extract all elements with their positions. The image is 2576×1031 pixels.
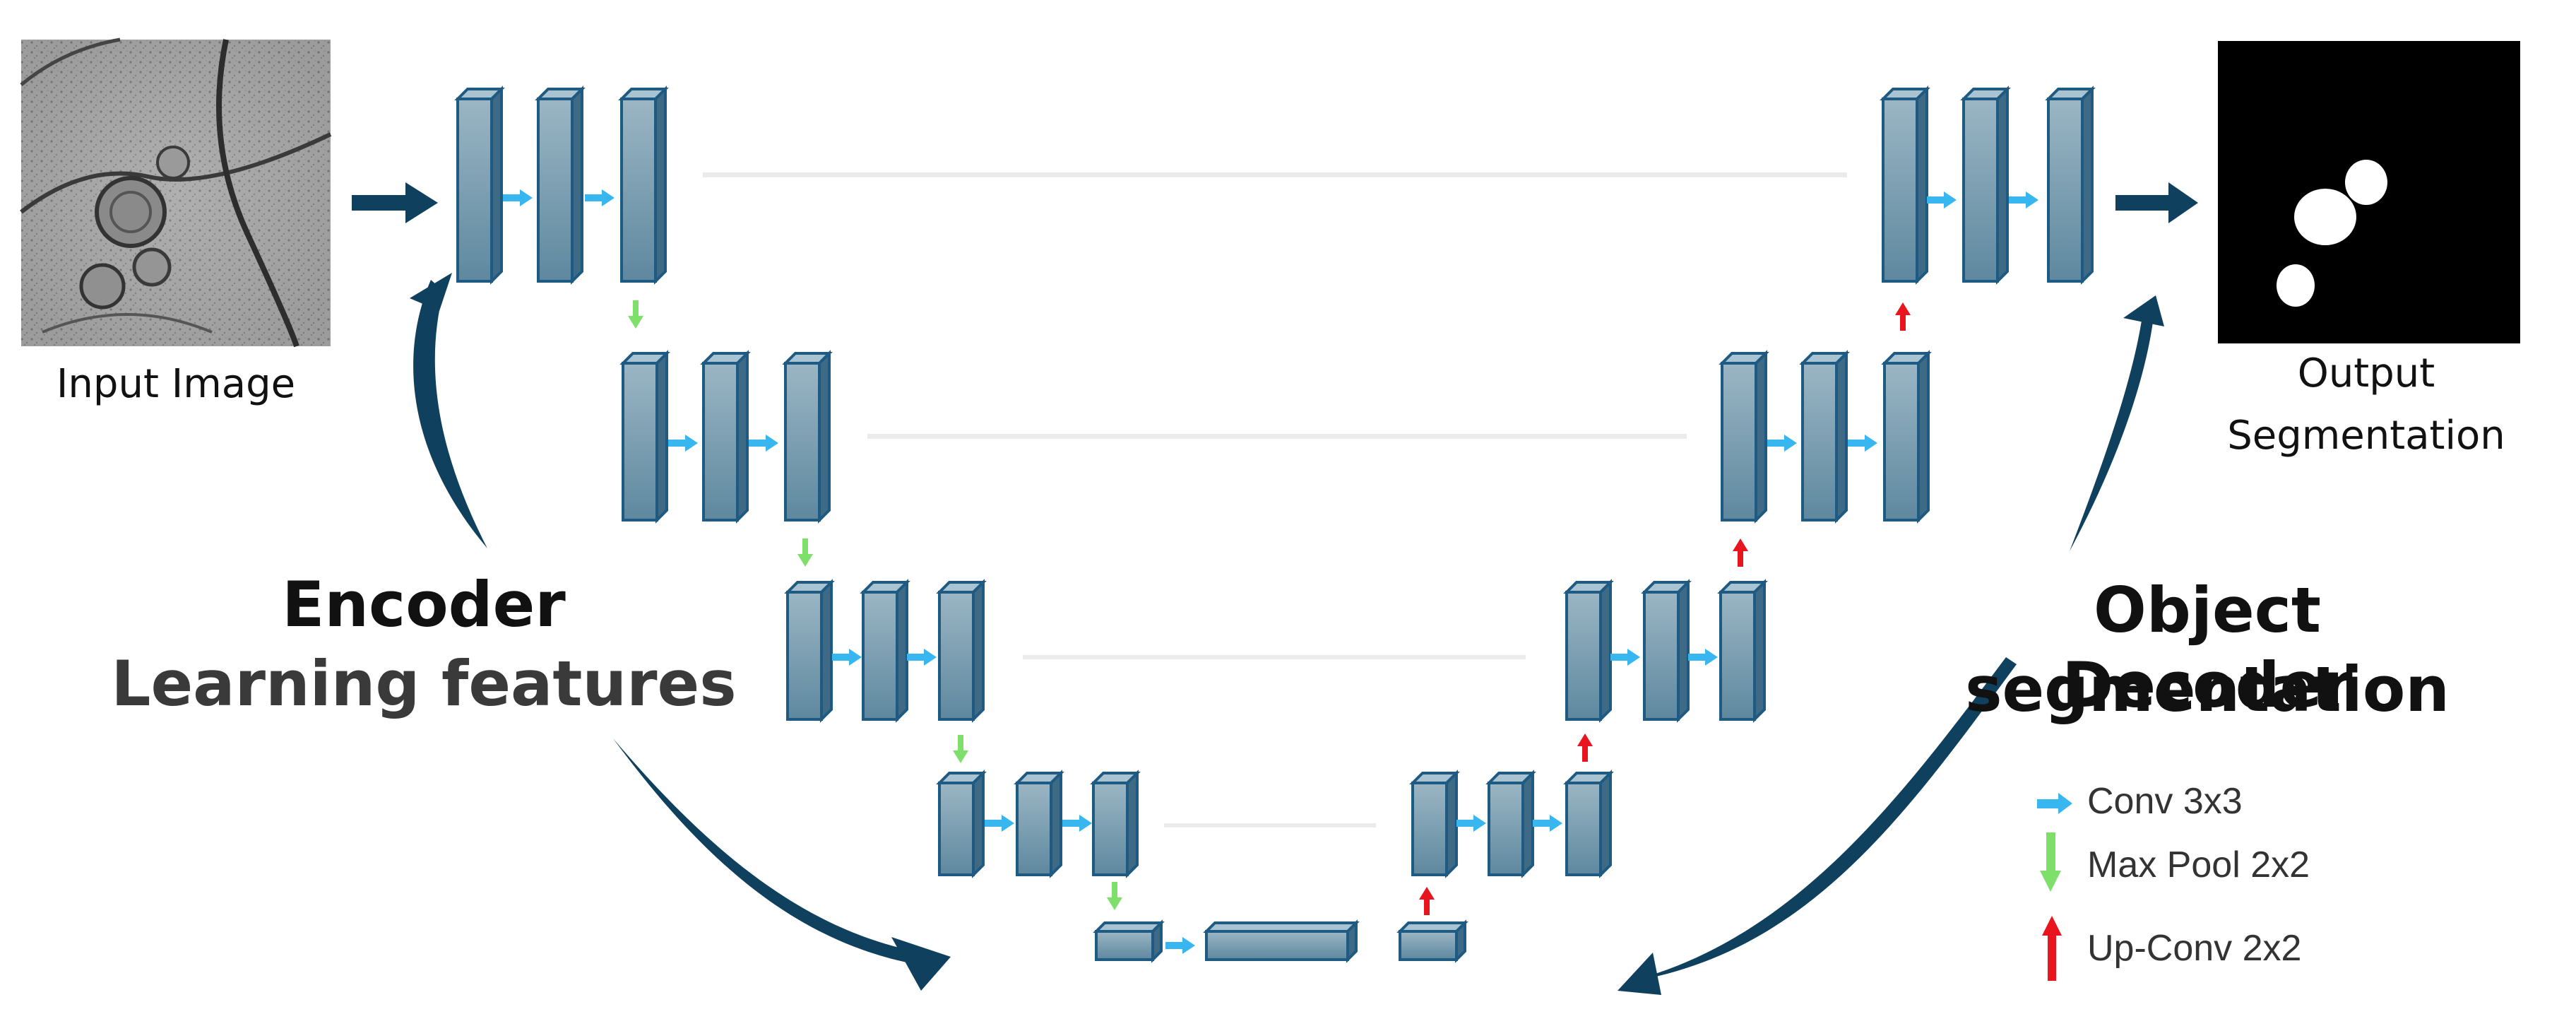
conv-arrow-icon [1927, 192, 1957, 208]
legend-conv-label: Conv 3x3 [2087, 781, 2243, 822]
conv-arrow-icon [749, 435, 778, 452]
bottleneck-block-1 [1093, 919, 1165, 963]
output-caption-line2: Segmentation [2227, 413, 2505, 459]
conv-arrow-icon [1533, 815, 1562, 832]
conv-arrow-icon [907, 649, 937, 666]
conv-arrow-icon [1767, 435, 1797, 452]
encoder-l2-block-3 [782, 350, 833, 524]
legend-up-conv-label: Up-Conv 2x2 [2087, 928, 2302, 969]
encoder-curve-up-arrowhead [410, 273, 452, 311]
output-caption-line1: Output [2297, 350, 2435, 396]
decoder-l2-block-3 [1881, 350, 1932, 524]
decoder-l1-block-1 [1880, 86, 1930, 285]
encoder-curve-up-arrow [413, 280, 487, 548]
network-to-output-arrow-icon [2115, 182, 2198, 223]
conv-arrow-icon [1456, 815, 1486, 832]
decoder-l2-block-2 [1799, 350, 1850, 524]
conv-arrow-icon [832, 649, 862, 666]
conv-arrow-icon [1848, 435, 1877, 452]
conv-arrow-icon [585, 189, 615, 206]
legend-up-conv-arrow-icon [2042, 916, 2062, 981]
feature-map-blocks [454, 86, 2096, 963]
skip-line-level-4 [1164, 823, 1376, 827]
skip-line-level-2 [867, 434, 1687, 439]
conv-arrow-icon [1688, 649, 1718, 666]
conv-arrow-icon [1610, 649, 1640, 666]
legend-max-pool-label: Max Pool 2x2 [2087, 844, 2310, 885]
encoder-l1-block-1 [454, 86, 505, 285]
decoder-l2-block-1 [1719, 350, 1769, 524]
encoder-l2-block-1 [619, 350, 670, 524]
decoder-l3-block-2 [1641, 579, 1692, 723]
bottleneck-block-3 [1396, 919, 1468, 963]
up-conv-arrow-icon [1895, 302, 1911, 331]
input-to-network-arrow-icon [352, 182, 438, 223]
legend-max-pool-arrow-icon [2040, 832, 2061, 892]
encoder-curve-down-arrowhead [891, 937, 951, 991]
decoder-l1-block-3 [2045, 86, 2096, 285]
decoder-l3-block-1 [1563, 579, 1614, 723]
conv-arrow-icon [2009, 192, 2038, 208]
max-pool-arrow-icon [797, 538, 813, 567]
encoder-l3-block-3 [936, 579, 987, 723]
conv-arrow-icon [985, 815, 1014, 832]
operation-arrows [503, 189, 2038, 954]
encoder-l3-block-2 [860, 579, 910, 723]
decoder-curve-up-arrowhead [1618, 953, 1661, 995]
input-image [20, 37, 332, 348]
skip-connections [703, 172, 1847, 827]
conv-arrow-icon [668, 435, 698, 452]
skip-line-level-1 [703, 172, 1847, 177]
encoder-l4-block-3 [1090, 770, 1141, 878]
decoder-l4-block-1 [1409, 770, 1460, 878]
up-conv-arrow-icon [1577, 734, 1593, 762]
conv-arrow-icon [503, 189, 533, 206]
decoder-curve-top-arrowhead [2123, 295, 2164, 326]
conv-arrow-icon [1165, 937, 1195, 954]
max-pool-arrow-icon [1107, 882, 1122, 910]
decoder-l3-block-3 [1717, 579, 1768, 723]
up-conv-arrow-icon [1419, 887, 1435, 915]
encoder-title: Encoder [282, 568, 566, 641]
encoder-l2-block-2 [700, 350, 751, 524]
encoder-subtitle: Learning features [111, 647, 737, 720]
decoder-curve-top-arrow [2070, 311, 2154, 551]
encoder-l1-block-2 [535, 86, 586, 285]
bottleneck-block-2 [1203, 919, 1360, 963]
encoder-l1-block-3 [618, 86, 669, 285]
legend-conv-arrow-icon [2037, 793, 2072, 814]
output-segmentation-image [2218, 41, 2520, 343]
decoder-l4-block-2 [1485, 770, 1536, 878]
encoder-l3-block-1 [784, 579, 835, 723]
decoder-l4-block-3 [1563, 770, 1614, 878]
up-conv-arrow-icon [1733, 538, 1748, 567]
decoder-title: Object segmentation [1965, 574, 2450, 726]
legend-icons [2037, 793, 2072, 981]
skip-line-level-3 [1023, 655, 1526, 659]
encoder-l4-block-1 [936, 770, 987, 878]
encoder-l4-block-2 [1014, 770, 1064, 878]
decoder-l1-block-2 [1960, 86, 2011, 285]
flow-arrows [352, 182, 2198, 995]
encoder-curve-down-arrow [613, 738, 911, 962]
input-image-caption: Input Image [56, 361, 296, 407]
max-pool-arrow-icon [953, 735, 968, 763]
conv-arrow-icon [1062, 815, 1092, 832]
decoder-subtitle: Decoder [2062, 649, 2353, 721]
max-pool-arrow-icon [628, 300, 643, 329]
